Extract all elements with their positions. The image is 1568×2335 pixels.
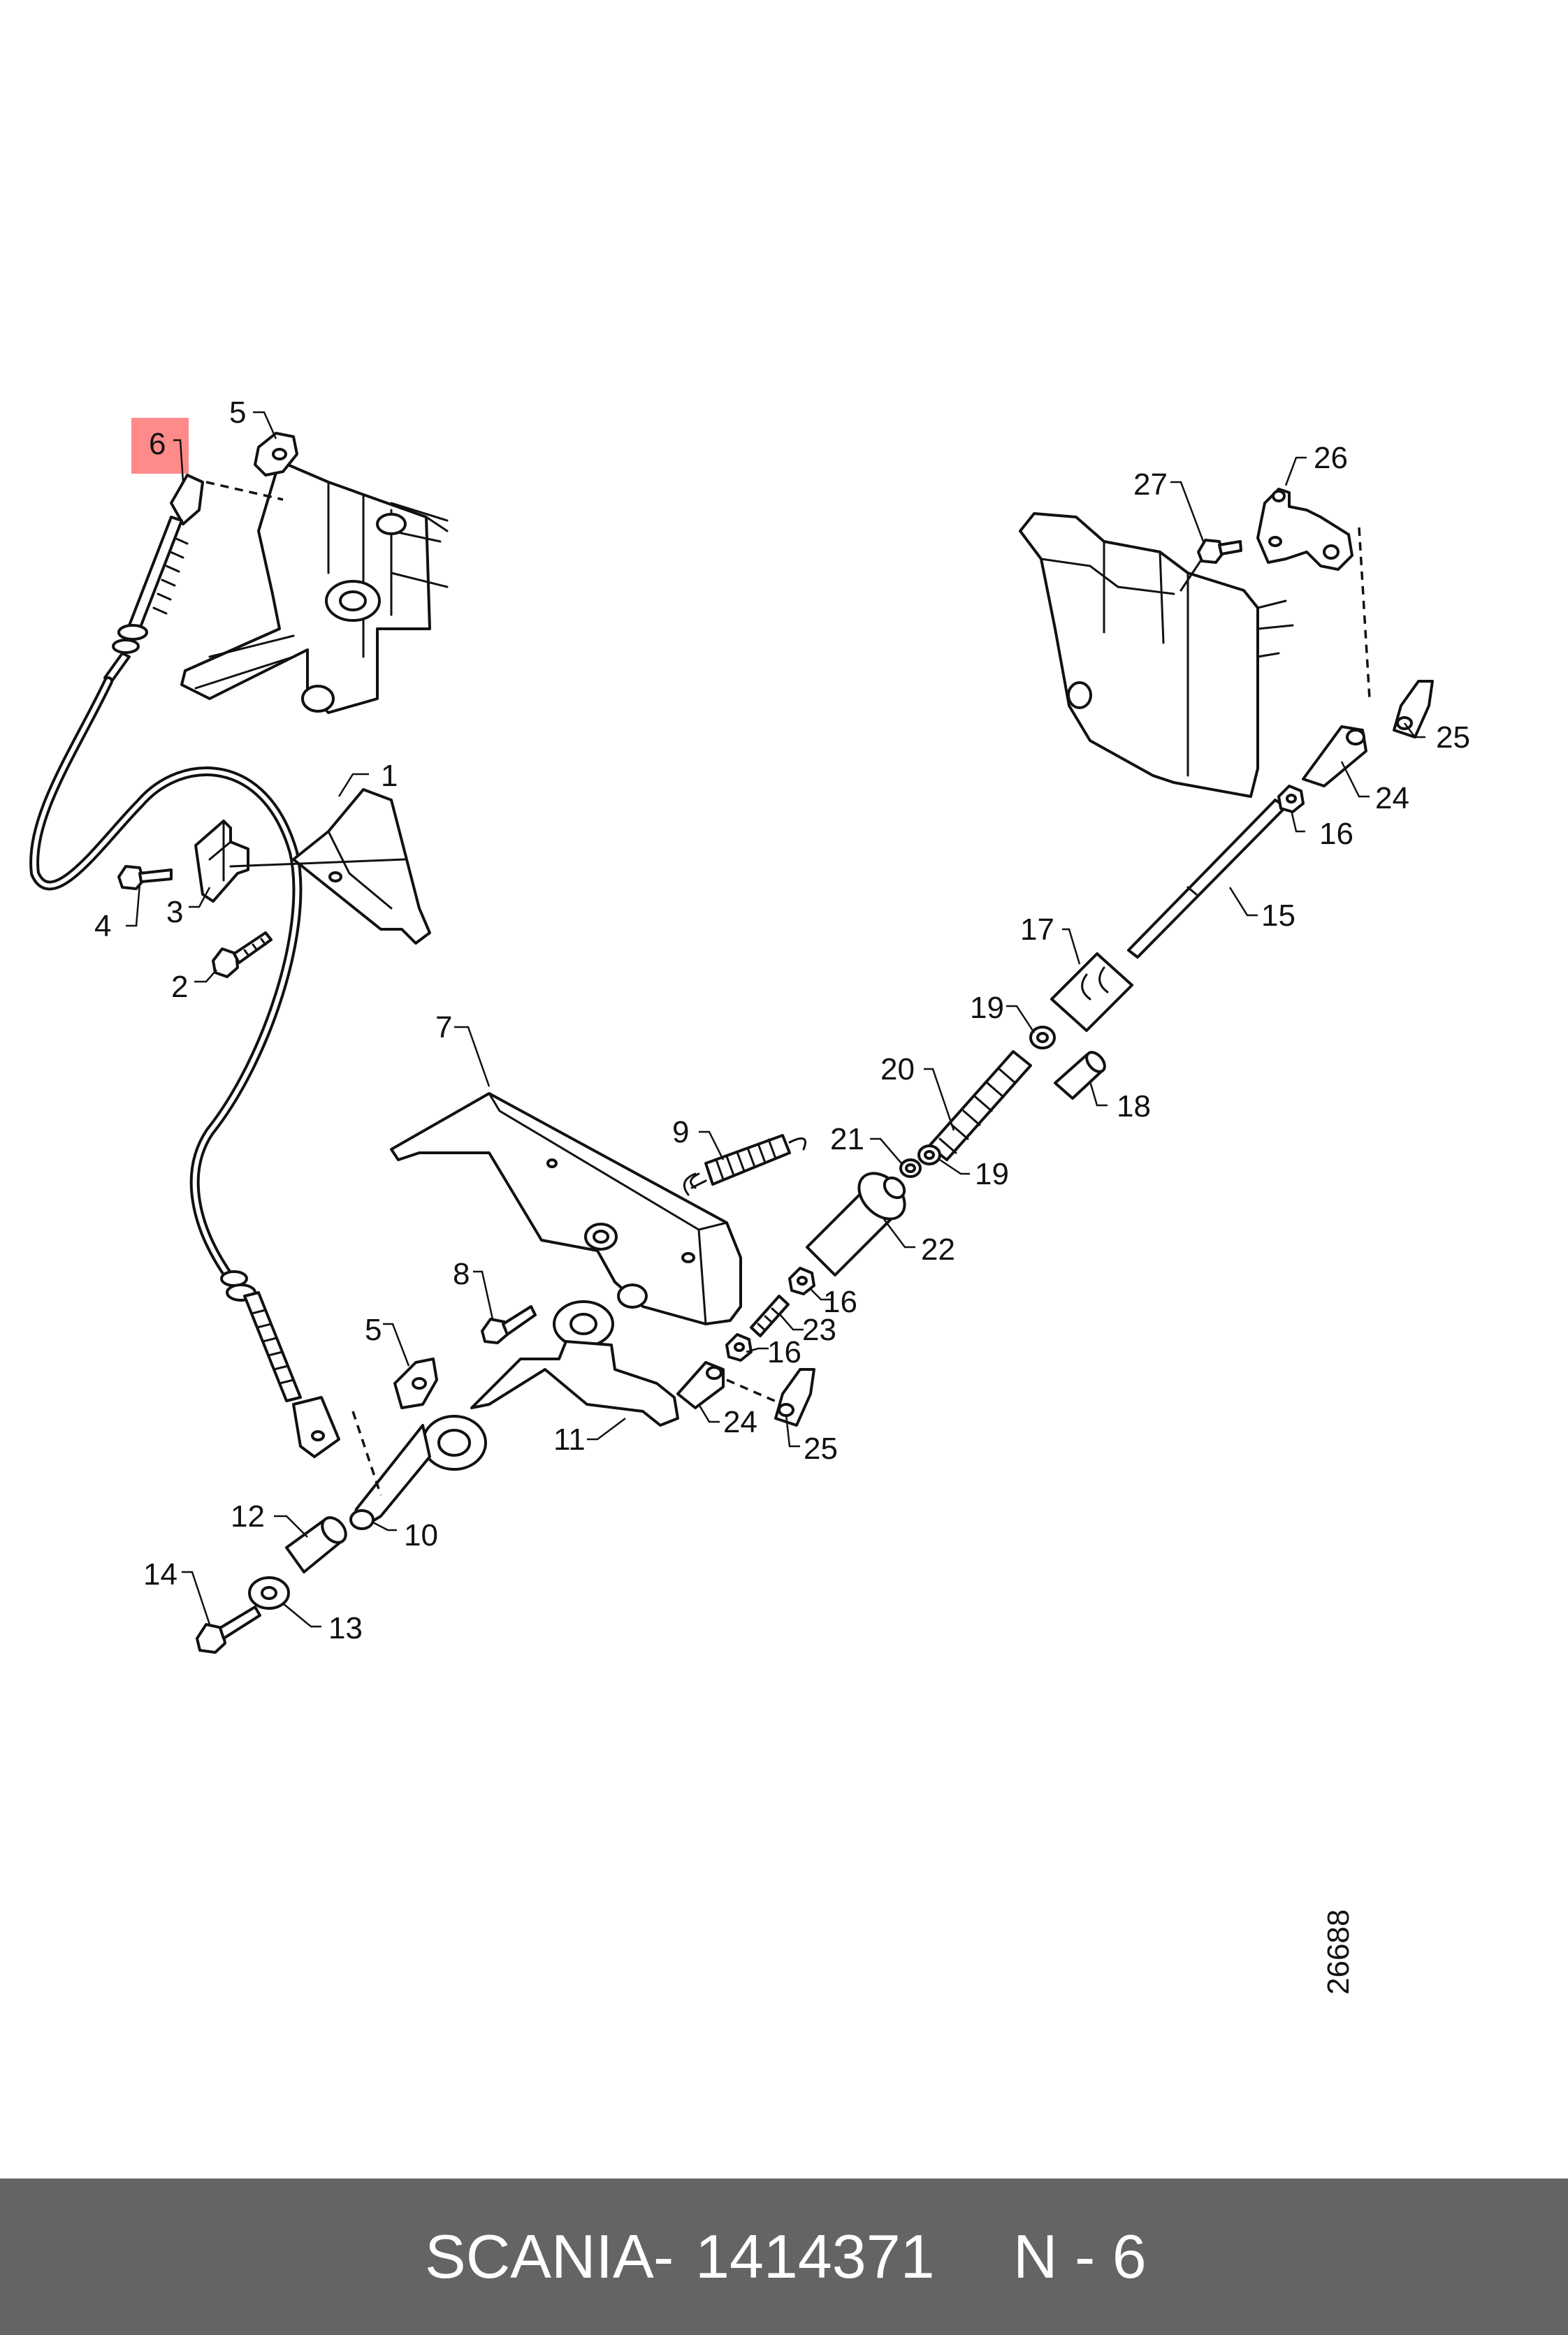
bracket-item-26 bbox=[1256, 488, 1371, 699]
callout-3: 3 bbox=[166, 895, 183, 929]
washer-item-19-lower bbox=[917, 1144, 941, 1165]
callout-5-lower: 5 bbox=[365, 1313, 382, 1347]
callout-24-lower: 24 bbox=[723, 1405, 757, 1439]
control-rod bbox=[1127, 799, 1287, 959]
callout-24-upper: 24 bbox=[1375, 781, 1409, 815]
callout-highlight bbox=[131, 418, 189, 474]
bolt-item-27 bbox=[1197, 539, 1242, 564]
pedal-bracket bbox=[390, 1092, 742, 1325]
callout-1: 1 bbox=[381, 759, 398, 793]
cable-support-bracket bbox=[194, 788, 431, 945]
clip-item-25-lower bbox=[774, 1368, 815, 1427]
bolt-item-2 bbox=[212, 931, 273, 978]
diagram-position: N - 6 bbox=[1013, 2222, 1147, 2291]
callout-16-middle: 16 bbox=[823, 1285, 857, 1319]
callout-16-lower: 16 bbox=[767, 1335, 801, 1369]
pedal-mount-bracket bbox=[180, 460, 449, 714]
callout-21: 21 bbox=[830, 1122, 864, 1156]
callout-27: 27 bbox=[1133, 467, 1168, 502]
clip-upper bbox=[254, 432, 298, 477]
nut-item-16-middle bbox=[788, 1267, 815, 1295]
callout-16-upper: 16 bbox=[1319, 817, 1353, 851]
callout-6: 6 bbox=[149, 427, 166, 461]
callout-20: 20 bbox=[880, 1052, 915, 1086]
callout-19-lower: 19 bbox=[975, 1157, 1009, 1191]
bushing bbox=[285, 1516, 347, 1573]
leader-lines bbox=[126, 411, 1425, 1628]
washer-item-19-upper bbox=[1029, 1026, 1056, 1049]
callout-17: 17 bbox=[1020, 912, 1054, 947]
rod-end-item-24-lower bbox=[676, 1361, 783, 1409]
callout-14: 14 bbox=[143, 1557, 177, 1592]
sleeve-item-17 bbox=[1050, 952, 1133, 1032]
callout-5-upper: 5 bbox=[229, 395, 246, 430]
nut-item-16-lower bbox=[725, 1333, 753, 1362]
callout-25-upper: 25 bbox=[1436, 720, 1470, 755]
callout-22: 22 bbox=[921, 1232, 955, 1267]
callout-labels: 1 2 3 4 5 5 6 7 8 9 10 11 12 13 14 15 16… bbox=[94, 395, 1470, 1645]
callout-23: 23 bbox=[802, 1313, 836, 1347]
bolt-item-14 bbox=[196, 1606, 261, 1654]
separator: - bbox=[653, 2222, 674, 2291]
threaded-stud bbox=[750, 1295, 790, 1337]
bushing-item-18 bbox=[1054, 1051, 1106, 1100]
clip-lower bbox=[393, 1358, 438, 1409]
callout-10: 10 bbox=[404, 1518, 438, 1552]
callout-18: 18 bbox=[1117, 1089, 1151, 1123]
clip-item-25-upper bbox=[1393, 680, 1434, 739]
ring-item-21 bbox=[899, 1158, 922, 1178]
callout-2: 2 bbox=[171, 970, 188, 1004]
callout-13: 13 bbox=[328, 1611, 363, 1645]
callout-15: 15 bbox=[1261, 899, 1295, 933]
callout-25-lower: 25 bbox=[804, 1432, 838, 1466]
cable-adjuster-lower bbox=[220, 1270, 340, 1458]
pump-housing bbox=[1019, 512, 1294, 798]
callout-7: 7 bbox=[435, 1010, 452, 1045]
part-number: 1414371 bbox=[695, 2222, 935, 2291]
brand-name: SCANIA bbox=[425, 2222, 654, 2291]
lever-arm bbox=[349, 1411, 487, 1530]
control-cable bbox=[29, 676, 303, 1283]
nut-item-16-upper bbox=[1277, 785, 1305, 813]
callout-8: 8 bbox=[453, 1257, 470, 1291]
callout-26: 26 bbox=[1314, 441, 1348, 475]
footer-bar: SCANIA - 1414371 N - 6 bbox=[0, 2178, 1568, 2335]
callout-9: 9 bbox=[672, 1115, 689, 1149]
rod-end-item-24-upper bbox=[1302, 725, 1367, 787]
cable-adjuster-upper bbox=[103, 516, 189, 683]
housing-item-22 bbox=[806, 1172, 906, 1276]
bolt-item-4 bbox=[117, 865, 173, 890]
bolt-item-8 bbox=[481, 1305, 537, 1344]
pedal-lever bbox=[470, 1300, 679, 1427]
callout-19-upper: 19 bbox=[970, 991, 1004, 1025]
exploded-parts-diagram: 1 2 3 4 5 5 6 7 8 9 10 11 12 13 14 15 16… bbox=[29, 395, 1470, 1995]
drawing-number: 26688 bbox=[1321, 1910, 1356, 1995]
callout-12: 12 bbox=[231, 1499, 265, 1534]
callout-11: 11 bbox=[553, 1423, 586, 1457]
callout-4: 4 bbox=[94, 909, 111, 943]
washer bbox=[248, 1576, 290, 1610]
return-spring bbox=[683, 1134, 806, 1196]
